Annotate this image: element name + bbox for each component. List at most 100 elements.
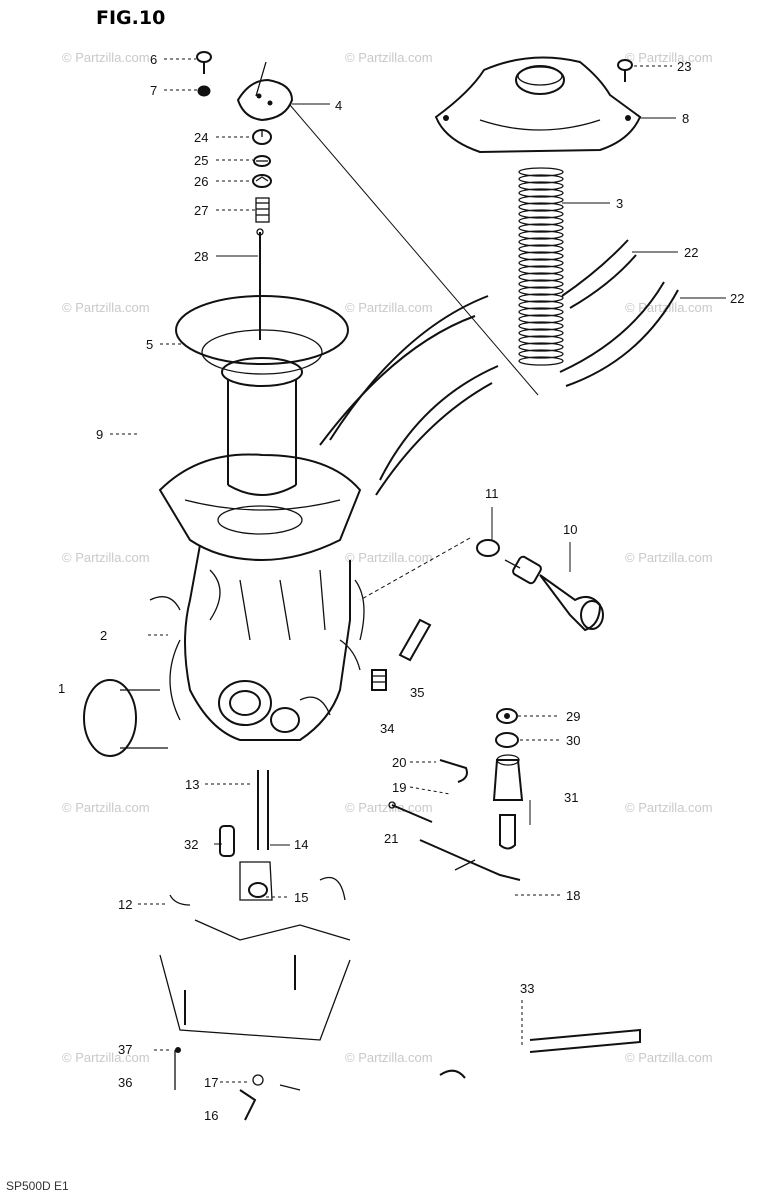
part-clip-25 — [253, 155, 271, 167]
part-washer-24 — [252, 129, 272, 145]
part-hose-22a — [319, 239, 637, 446]
part-screw-6 — [196, 51, 212, 74]
callout-labels: 6 7 4 24 25 26 27 28 5 9 23 8 3 22 22 11… — [58, 52, 744, 1123]
part-top-cap-8 — [434, 56, 642, 154]
callout-16: 16 — [204, 1108, 218, 1123]
callout-8: 8 — [682, 111, 689, 126]
watermark-text: © Partzilla.com — [62, 550, 150, 565]
part-screw-23 — [617, 59, 633, 82]
callout-19: 19 — [392, 780, 406, 795]
part-spring-27 — [255, 197, 270, 223]
part-float-31 — [492, 754, 524, 850]
spring-coil — [518, 167, 564, 177]
spring-coil — [518, 300, 564, 310]
callout-33: 33 — [520, 981, 534, 996]
spring-coil — [518, 307, 564, 317]
callout-15: 15 — [294, 890, 308, 905]
part-spring-3 — [518, 167, 564, 366]
callout-27: 27 — [194, 203, 208, 218]
callout-13: 13 — [185, 777, 199, 792]
spring-coil — [518, 188, 564, 198]
callout-7: 7 — [150, 83, 157, 98]
part-oring-11 — [476, 539, 500, 557]
part-needle-valve-20 — [439, 759, 468, 783]
callout-31: 31 — [564, 790, 578, 805]
spring-coil — [518, 342, 564, 352]
watermark-text: © Partzilla.com — [625, 300, 713, 315]
watermark-text: © Partzilla.com — [62, 300, 150, 315]
part-seat-26 — [252, 174, 272, 188]
leader-lines — [110, 58, 726, 1083]
callout-34: 34 — [380, 721, 394, 736]
part-plate-4 — [236, 61, 294, 122]
part-float-arm-18 — [419, 839, 521, 881]
part-washer-7 — [197, 85, 211, 97]
spring-coil — [518, 272, 564, 282]
part-jet-35 — [398, 618, 432, 662]
callout-1: 1 — [58, 681, 65, 696]
spring-coil — [518, 237, 564, 247]
callout-14: 14 — [294, 837, 308, 852]
watermark-text: © Partzilla.com — [62, 50, 150, 65]
spring-coil — [518, 230, 564, 240]
spring-coil — [518, 314, 564, 324]
spring-coil — [518, 202, 564, 212]
part-starter-plunger-10 — [504, 555, 604, 632]
callout-24: 24 — [194, 130, 208, 145]
spring-coil — [518, 335, 564, 345]
spring-coil — [518, 195, 564, 205]
watermark-text: © Partzilla.com — [62, 800, 150, 815]
part-jet-needle-28 — [256, 228, 264, 340]
callout-26: 26 — [194, 174, 208, 189]
watermark-text: © Partzilla.com — [345, 300, 433, 315]
part-drain-tube-33 — [521, 1000, 641, 1053]
callout-18: 18 — [566, 888, 580, 903]
watermark-text: © Partzilla.com — [625, 50, 713, 65]
spring-coil — [518, 328, 564, 338]
part-hose-22b — [375, 281, 679, 496]
spring-coil — [518, 349, 564, 359]
watermark-text: © Partzilla.com — [625, 800, 713, 815]
spring-coil — [518, 251, 564, 261]
callout-11: 11 — [485, 486, 499, 501]
callout-10: 10 — [563, 522, 577, 537]
callout-20: 20 — [392, 755, 406, 770]
part-spring-34 — [371, 669, 387, 691]
callout-25: 25 — [194, 153, 208, 168]
watermark-text: © Partzilla.com — [625, 1050, 713, 1065]
callout-23: 23 — [677, 59, 691, 74]
callout-22b: 22 — [730, 291, 744, 306]
callout-22a: 22 — [684, 245, 698, 260]
spring-coil — [518, 321, 564, 331]
callout-35: 35 — [410, 685, 424, 700]
watermark-text: © Partzilla.com — [345, 1050, 433, 1065]
callout-9: 9 — [96, 427, 103, 442]
callout-30: 30 — [566, 733, 580, 748]
callout-28: 28 — [194, 249, 208, 264]
spring-coil — [518, 265, 564, 275]
watermark-text: © Partzilla.com — [625, 550, 713, 565]
watermark-layer: © Partzilla.com © Partzilla.com © Partzill… — [62, 50, 713, 1065]
watermark-text: © Partzilla.com — [345, 50, 433, 65]
spring-coil — [518, 279, 564, 289]
callout-21: 21 — [384, 831, 398, 846]
callout-5: 5 — [146, 337, 153, 352]
watermark-text: © Partzilla.com — [62, 1050, 150, 1065]
spring-coil — [518, 174, 564, 184]
watermark-text: © Partzilla.com — [345, 550, 433, 565]
spring-coil — [518, 223, 564, 233]
callout-4: 4 — [335, 98, 342, 113]
callout-32: 32 — [184, 837, 198, 852]
spring-coil — [518, 209, 564, 219]
spring-coil — [518, 293, 564, 303]
figure-title: FIG.10 — [96, 7, 165, 29]
callout-2: 2 — [100, 628, 107, 643]
spring-coil — [518, 258, 564, 268]
callout-3: 3 — [616, 196, 623, 211]
spring-coil — [518, 244, 564, 254]
spring-coil — [518, 286, 564, 296]
part-carburetor-body-1 — [83, 453, 365, 757]
part-pin-21 — [388, 801, 433, 823]
watermark-text: © Partzilla.com — [345, 800, 433, 815]
